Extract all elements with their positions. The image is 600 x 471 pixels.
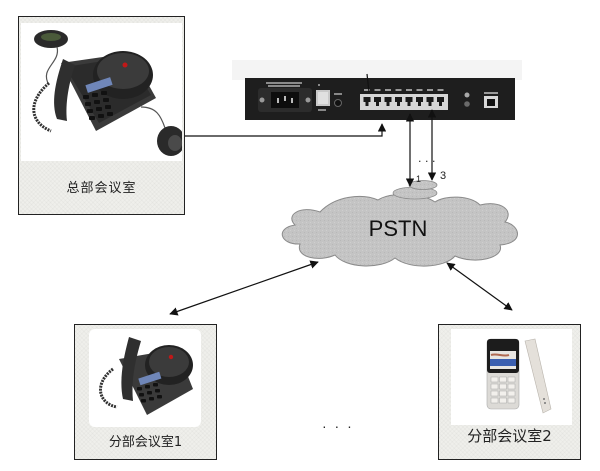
port-label-mark	[406, 89, 412, 91]
branch-ellipsis: · · ·	[322, 418, 354, 434]
audio-jack-icon	[334, 93, 342, 107]
mobile-phone-icon	[486, 338, 552, 414]
branch1-room-photo	[89, 329, 201, 427]
port-label-mark	[385, 89, 391, 91]
port-pointer-line	[366, 73, 370, 93]
hq-to-device-line	[185, 123, 387, 137]
led-indicator	[464, 92, 470, 98]
line-port-1	[437, 97, 444, 106]
port-label-mark	[395, 89, 402, 91]
hq-room-box: 总部会议室	[18, 16, 185, 215]
port-label-mark	[437, 89, 444, 91]
conference-bridge-device	[232, 60, 522, 120]
line-port-4	[405, 97, 413, 106]
power-switch-icon	[316, 84, 330, 111]
line-port-8	[363, 97, 371, 106]
hq-room-photo	[21, 23, 182, 161]
line-port-2	[426, 97, 434, 106]
conference-phone-icon	[32, 30, 182, 156]
branch1-room-label: 分部会议室1	[108, 435, 183, 450]
port-label-mark	[416, 89, 423, 91]
conference-phone-icon	[99, 337, 193, 415]
branch1-room-box: 分部会议室1	[74, 324, 217, 460]
lines-ellipsis: · · ·	[418, 155, 435, 168]
pstn-label: PSTN	[369, 216, 428, 241]
pstn-to-branch2-line	[446, 262, 513, 311]
line-3-label: 3	[440, 170, 446, 182]
port-label-mark	[427, 89, 433, 91]
handset	[54, 59, 75, 121]
line-1-label: 1	[416, 174, 421, 184]
pstn-to-branch1-line	[169, 260, 319, 316]
line-port-5	[395, 97, 402, 106]
line-port-7	[374, 97, 381, 106]
port-label-mark	[364, 89, 370, 91]
hq-room-label: 总部会议室	[66, 181, 137, 196]
pstn-cloud: PSTN	[282, 180, 518, 267]
line-port-3	[416, 97, 423, 106]
power-inlet-icon	[258, 82, 312, 112]
branch2-room-box: 分部会议室2	[438, 324, 581, 460]
line-port-6	[384, 97, 392, 106]
branch2-room-photo	[451, 329, 572, 425]
port-label-mark	[374, 89, 381, 91]
rs232-port-icon	[484, 92, 498, 108]
led-indicator	[464, 101, 470, 107]
branch2-room-label: 分部会议室2	[467, 427, 552, 445]
line-port-block	[360, 89, 448, 110]
